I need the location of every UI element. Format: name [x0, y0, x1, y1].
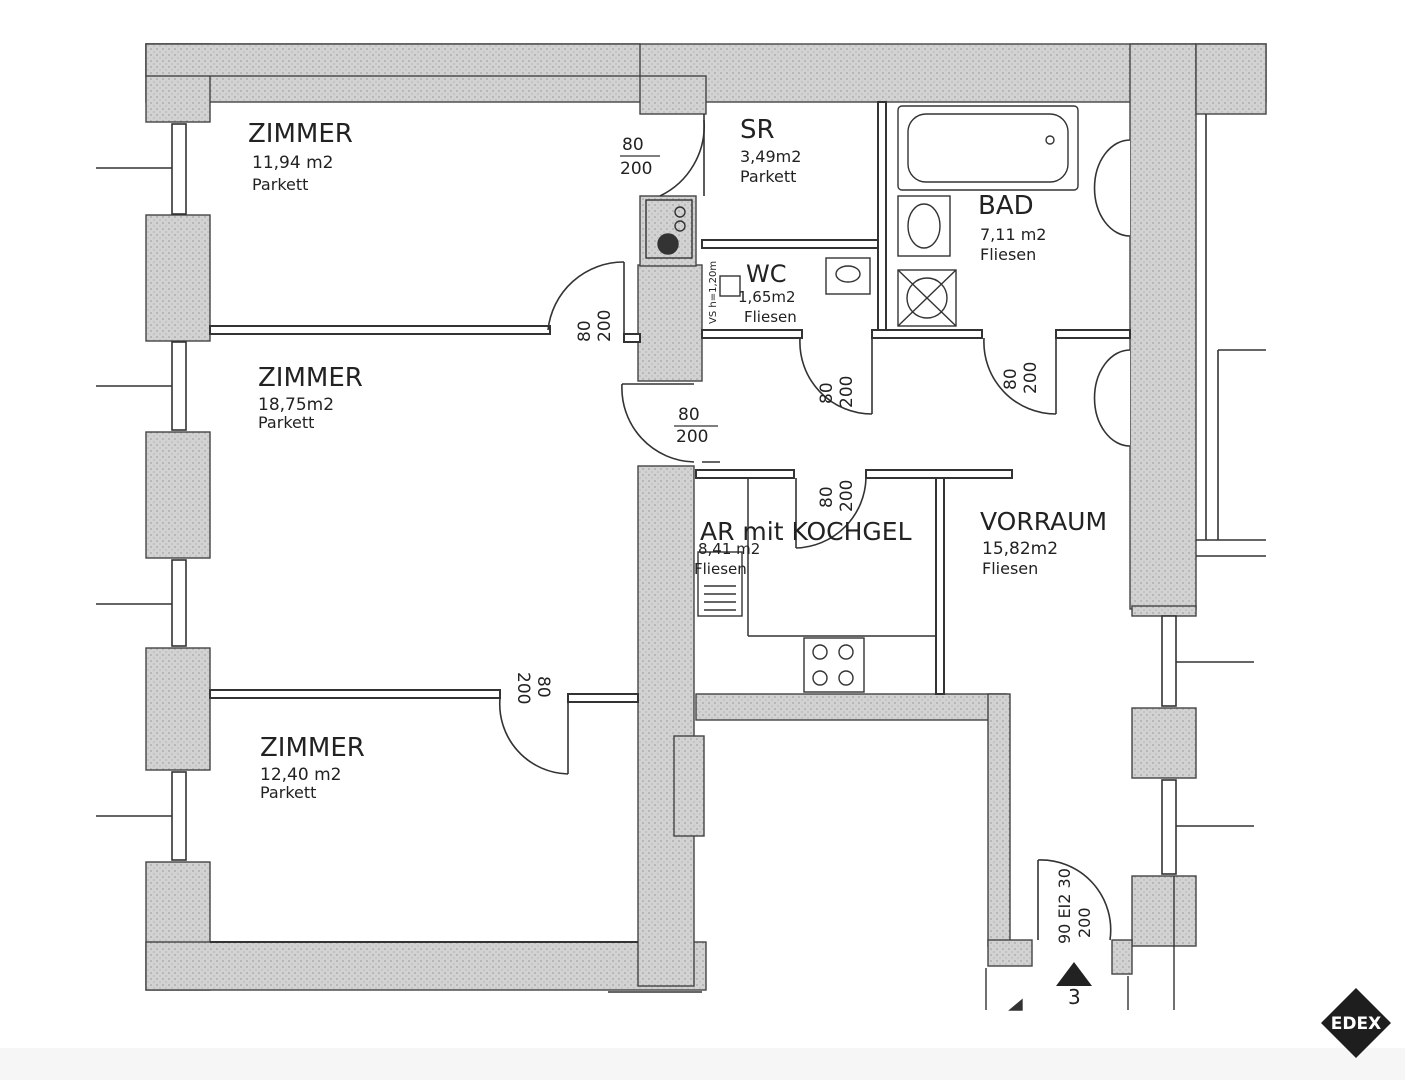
room-label-zimmer2: ZIMMER 18,75m2 Parkett: [258, 363, 363, 432]
room-label-vorraum: VORRAUM 15,82m2 Fliesen: [980, 507, 1107, 578]
svg-text:1,65m2: 1,65m2: [738, 288, 796, 306]
room-label-zimmer1: ZIMMER 11,94 m2 Parkett: [248, 119, 353, 194]
door-dimension-d4: 80 200: [817, 376, 857, 408]
stair-fragments: [608, 876, 1175, 1011]
door-swings: [498, 114, 1131, 941]
svg-text:Fliesen: Fliesen: [694, 560, 747, 578]
svg-text:80: 80: [817, 382, 837, 404]
door-dimension-entry: 90 EI2 30 200: [1055, 868, 1094, 944]
bathtub-icon: [897, 105, 1079, 191]
room-label-bad: BAD 7,11 m2 Fliesen: [978, 191, 1046, 264]
door-dimension-d7: 80 200: [513, 672, 553, 704]
svg-text:Parkett: Parkett: [260, 783, 316, 802]
svg-text:EDEX: EDEX: [1331, 1014, 1381, 1034]
svg-text:18,75m2: 18,75m2: [258, 395, 334, 415]
door-dimension-d5: 80 200: [1001, 362, 1041, 394]
windows: [96, 114, 1266, 875]
svg-text:Fliesen: Fliesen: [982, 559, 1038, 578]
svg-text:Fliesen: Fliesen: [744, 308, 797, 326]
door-dimension-d2: 80 200: [575, 310, 615, 342]
walls: [145, 43, 1267, 991]
svg-text:200: 200: [620, 159, 652, 179]
fixtures: [645, 105, 1079, 693]
svg-text:80: 80: [817, 486, 837, 508]
bottom-strip: [0, 1048, 1405, 1080]
svg-text:11,94 m2: 11,94 m2: [252, 153, 333, 173]
svg-text:BAD: BAD: [978, 191, 1034, 221]
room-label-sr: SR 3,49m2 Parkett: [740, 115, 801, 186]
svg-text:200: 200: [1021, 362, 1041, 394]
door-dimension-d1: 80 200: [620, 135, 660, 179]
svg-text:200: 200: [837, 376, 857, 408]
room-label-zimmer3: ZIMMER 12,40 m2 Parkett: [260, 733, 365, 802]
svg-text:7,11 m2: 7,11 m2: [980, 225, 1046, 244]
svg-text:8,41 m2: 8,41 m2: [698, 540, 760, 558]
svg-text:Parkett: Parkett: [258, 413, 314, 432]
svg-text:200: 200: [513, 672, 533, 704]
svg-text:ZIMMER: ZIMMER: [260, 733, 365, 763]
sink-icon: [897, 195, 951, 257]
room-label-wc: WC 1,65m2 Fliesen VS h=1,20m: [708, 260, 797, 326]
svg-text:VORRAUM: VORRAUM: [980, 507, 1107, 536]
svg-text:80: 80: [678, 405, 700, 425]
svg-text:Parkett: Parkett: [252, 175, 308, 194]
svg-text:SR: SR: [740, 115, 775, 145]
svg-text:80: 80: [1001, 368, 1021, 390]
wc-sink-icon: [825, 257, 871, 295]
svg-text:90 EI2 30: 90 EI2 30: [1055, 868, 1074, 944]
entrance-arrow-icon: [1056, 962, 1092, 986]
interior-walls: [209, 101, 1131, 943]
svg-text:12,40 m2: 12,40 m2: [260, 765, 341, 785]
svg-text:Fliesen: Fliesen: [980, 245, 1036, 264]
svg-text:VS h=1,20m: VS h=1,20m: [708, 261, 719, 324]
svg-text:80: 80: [575, 320, 595, 342]
svg-text:ZIMMER: ZIMMER: [258, 363, 363, 393]
svg-text:15,82m2: 15,82m2: [982, 539, 1058, 559]
svg-text:WC: WC: [746, 260, 787, 288]
stove-icon: [803, 637, 865, 693]
svg-text:AR mit KOCHGEL: AR mit KOCHGEL: [700, 517, 912, 546]
svg-text:200: 200: [595, 310, 615, 342]
room-label-kueche: AR mit KOCHGEL 8,41 m2 Fliesen: [694, 517, 912, 578]
svg-text:80: 80: [622, 135, 644, 155]
edex-logo: EDEX: [1321, 988, 1391, 1058]
svg-text:3,49m2: 3,49m2: [740, 147, 801, 166]
svg-text:80: 80: [533, 676, 553, 698]
svg-text:Parkett: Parkett: [740, 167, 796, 186]
svg-text:ZIMMER: ZIMMER: [248, 119, 353, 149]
door-dimension-d6: 80 200: [817, 480, 857, 512]
door-dimension-d3: 80 200: [674, 405, 718, 447]
svg-text:200: 200: [676, 427, 708, 447]
kitchen-sink-icon: [697, 551, 743, 617]
washing-machine-icon: [897, 269, 957, 327]
boiler-icon: [645, 199, 693, 259]
svg-text:200: 200: [837, 480, 857, 512]
svg-text:200: 200: [1075, 907, 1094, 938]
entrance-number: 3: [1068, 985, 1081, 1009]
